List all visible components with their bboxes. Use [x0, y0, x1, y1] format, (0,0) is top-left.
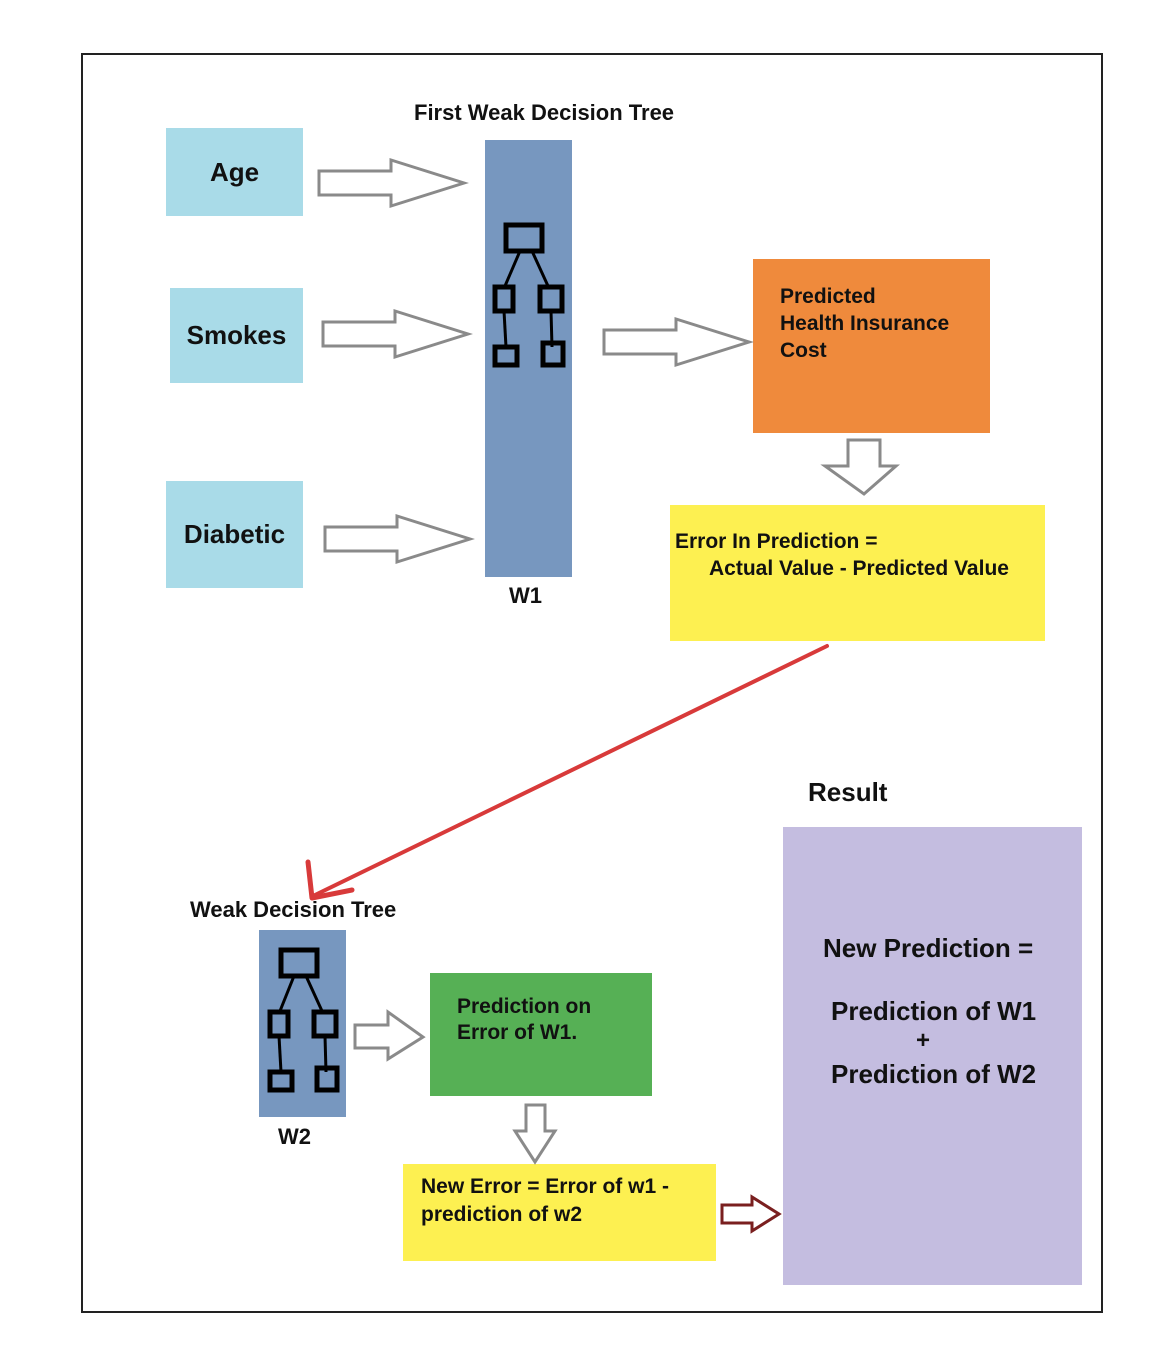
error-line1: Error In Prediction = — [675, 530, 878, 553]
tree1-icon — [492, 222, 566, 368]
tree2-icon — [267, 947, 340, 1093]
arrow-tree2-to-prediction — [353, 1009, 426, 1062]
arrow-prediction-to-new-error — [512, 1103, 558, 1165]
diabetic-label: Diabetic — [183, 519, 286, 549]
tree1-title: First Weak Decision Tree — [414, 100, 675, 125]
arrow-age-to-tree1 — [317, 158, 466, 208]
error-box: Error In Prediction = Actual Value - Pre… — [670, 505, 1045, 641]
new-error-box: New Error = Error of w1 - prediction of … — [403, 1164, 716, 1261]
result-title: Result — [808, 777, 888, 807]
tree2-title: Weak Decision Tree — [190, 897, 397, 922]
arrow-tree1-to-predicted — [602, 316, 754, 368]
arrow-diabetic-to-tree1 — [323, 514, 472, 564]
diabetic-box: Diabetic — [166, 481, 303, 588]
predicted-cost-box: Predicted Health Insurance Cost — [753, 259, 990, 433]
prediction-on-error-box: Prediction on Error of W1. — [430, 973, 652, 1096]
new-error-text: New Error = Error of w1 - prediction of … — [421, 1175, 669, 1226]
tree2-label: W2 — [278, 1124, 311, 1149]
result-plus: + — [916, 1027, 931, 1054]
arrow-error-to-tree2 — [305, 644, 829, 901]
result-line2: Prediction of W1 — [831, 996, 1037, 1026]
result-line3: Prediction of W2 — [831, 1059, 1037, 1089]
tree1-column — [485, 140, 572, 577]
arrow-new-error-to-result — [720, 1194, 782, 1234]
tree2-column — [259, 930, 346, 1117]
smokes-label: Smokes — [186, 320, 287, 350]
error-line2: Actual Value - Predicted Value — [709, 557, 1009, 580]
age-box: Age — [166, 128, 303, 216]
arrow-predicted-to-error — [820, 438, 900, 496]
arrow-smokes-to-tree1 — [321, 309, 470, 359]
result-box: New Prediction = Prediction of W1 + Pred… — [783, 827, 1082, 1285]
result-line1: New Prediction = — [823, 933, 1034, 963]
tree1-label: W1 — [509, 583, 542, 608]
smokes-box: Smokes — [170, 288, 303, 383]
diagram-frame — [81, 53, 1103, 1313]
predicted-cost-text: Predicted Health Insurance Cost — [780, 285, 950, 362]
age-label: Age — [209, 156, 260, 187]
prediction-on-error-text: Prediction on Error of W1. — [457, 995, 592, 1044]
